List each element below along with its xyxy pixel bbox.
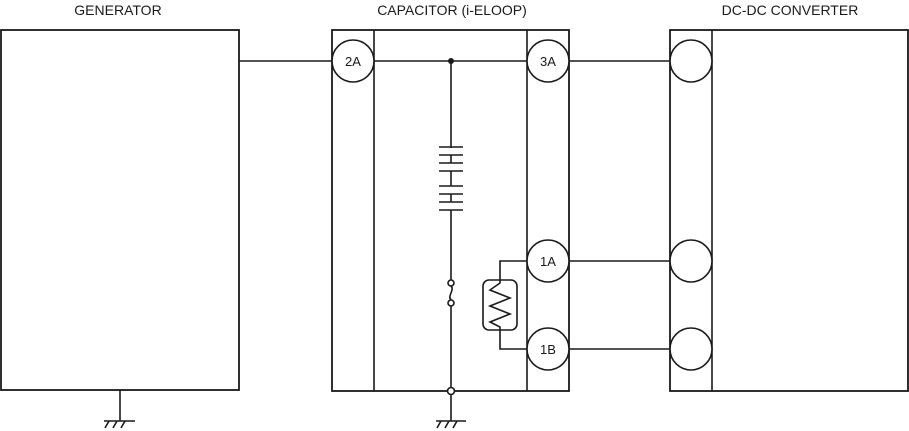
pin-2a: 2A xyxy=(331,39,375,83)
generator-block xyxy=(0,29,240,429)
pin-3a: 3A xyxy=(526,39,570,83)
capacitor-block: 2A 3A 1A 1B xyxy=(331,29,570,429)
generator-title: GENERATOR xyxy=(74,2,161,18)
fuse-icon xyxy=(447,279,455,307)
capacitor-ground-icon xyxy=(436,394,466,429)
dcdc-block xyxy=(669,29,909,392)
pin-1a-label: 1A xyxy=(540,254,556,269)
pin-2a-label: 2A xyxy=(345,54,361,69)
dcdc-box xyxy=(669,29,909,392)
dcdc-title: DC-DC CONVERTER xyxy=(722,2,859,18)
pin-3a-label: 3A xyxy=(540,54,556,69)
pin-1b-label: 1B xyxy=(540,342,556,357)
dcdc-pin-2 xyxy=(669,239,713,283)
dcdc-pin-3 xyxy=(669,327,713,371)
thermistor-icon xyxy=(482,260,527,350)
pin-1a: 1A xyxy=(526,239,570,283)
pin-1b: 1B xyxy=(526,327,570,371)
ground-junction xyxy=(446,386,456,396)
capacitor-title: CAPACITOR (i-ELOOP) xyxy=(377,2,527,18)
generator-ground-icon xyxy=(104,390,135,429)
generator-box xyxy=(0,29,240,391)
capacitor-cells-icon xyxy=(439,146,463,211)
dcdc-pin-1 xyxy=(669,39,713,83)
